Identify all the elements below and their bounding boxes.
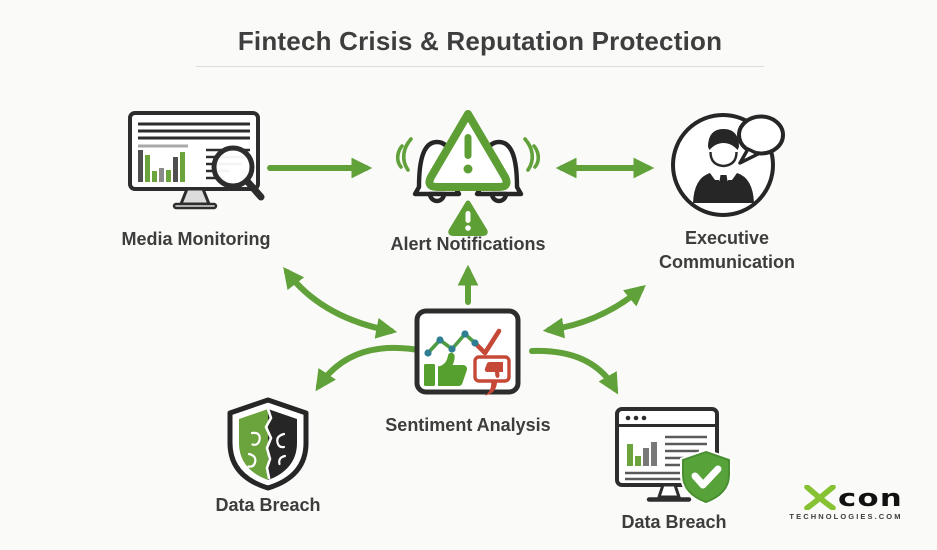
sentiment-chart-icon: [414, 308, 521, 396]
node-label: Data Breach: [215, 495, 321, 515]
node-data-breach-shield: Data Breach: [168, 396, 368, 518]
shield-check-icon: [680, 449, 732, 505]
node-label: Executive Communication: [658, 228, 795, 272]
executive-speech-icon: [671, 113, 785, 217]
node-sentiment-analysis: Sentiment Analysis: [368, 308, 568, 438]
node-label: Alert Notifications: [390, 234, 546, 254]
secure-monitor-icon: [615, 407, 732, 505]
node-alert-notifications: Alert Notifications: [368, 106, 568, 257]
brand-text: con: [837, 483, 903, 512]
brand-wordmark: con: [779, 485, 913, 510]
bar-chart-glyph: [627, 442, 657, 466]
cracked-shield-icon: [227, 397, 309, 491]
node-executive-communication: Executive Communication: [637, 108, 817, 275]
xcon-x-icon: [803, 485, 836, 510]
warning-triangle-icon: [425, 110, 511, 191]
alert-bells-icon: [396, 110, 540, 236]
speech-bubble-icon: [737, 114, 785, 165]
warning-triangle-small-icon: [448, 200, 488, 236]
bar-chart-glyph: [138, 150, 185, 182]
title-divider: [196, 66, 764, 67]
businessman-icon: [693, 129, 754, 203]
monitor-search-icon: [128, 111, 265, 210]
node-data-breach-monitor: Data Breach: [574, 406, 774, 535]
magnifier-icon: [211, 145, 265, 201]
node-media-monitoring: Media Monitoring: [96, 110, 296, 252]
thumbs-down-bubble-icon: [473, 355, 511, 396]
node-label: Sentiment Analysis: [385, 415, 551, 435]
thumbs-up-icon: [424, 352, 467, 386]
header: Fintech Crisis & Reputation Protection: [196, 26, 764, 67]
trend-line-glyph: [424, 328, 502, 357]
node-label: Media Monitoring: [121, 229, 271, 249]
page-title: Fintech Crisis & Reputation Protection: [237, 26, 723, 56]
brand-domain: TECHNOLOGIES.COM: [789, 512, 903, 521]
node-label: Data Breach: [621, 512, 727, 532]
crack-glyph: [247, 407, 287, 480]
sound-waves-icon: [396, 137, 540, 172]
brand-logo: con TECHNOLOGIES.COM: [779, 485, 913, 521]
